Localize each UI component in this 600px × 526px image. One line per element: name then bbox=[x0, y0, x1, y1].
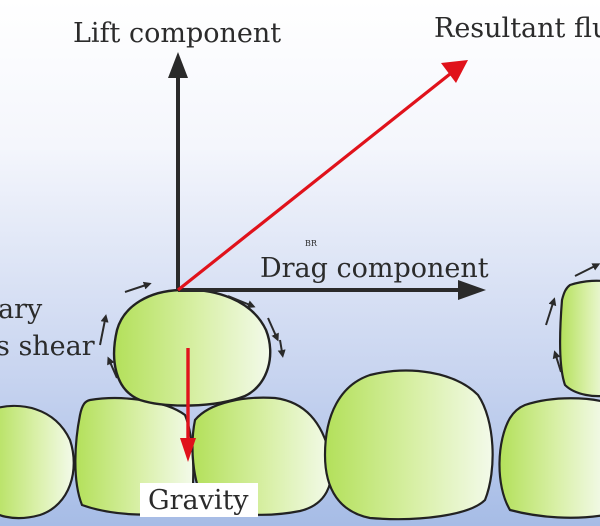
exposed-grain bbox=[112, 288, 272, 407]
grain-upper-right bbox=[559, 279, 600, 398]
drag-arrow bbox=[178, 280, 486, 300]
boundary-shear-arrows-upper-right bbox=[545, 263, 600, 373]
gravity-arrow bbox=[180, 348, 196, 462]
drag-label: Drag component bbox=[260, 253, 489, 284]
grain-bottom-left bbox=[0, 404, 75, 520]
boundary-shear-label-line1: ary bbox=[0, 294, 43, 325]
sediment-bed bbox=[0, 279, 600, 521]
boundary-shear-label-line2: s shear bbox=[0, 331, 95, 362]
gravity-label: Gravity bbox=[148, 485, 249, 516]
grain-large-center bbox=[323, 369, 494, 521]
lift-label: Lift component bbox=[73, 18, 281, 49]
resultant-label: Resultant flu bbox=[434, 13, 600, 44]
boundary-shear-arrows-left bbox=[99, 281, 152, 379]
watermark: BR bbox=[305, 239, 318, 248]
resultant-arrow bbox=[177, 60, 468, 292]
grain-bottom-right bbox=[498, 397, 600, 519]
lift-arrow bbox=[168, 52, 188, 290]
boundary-shear-arrows-right bbox=[227, 295, 286, 358]
gravity-label-background bbox=[140, 483, 258, 517]
